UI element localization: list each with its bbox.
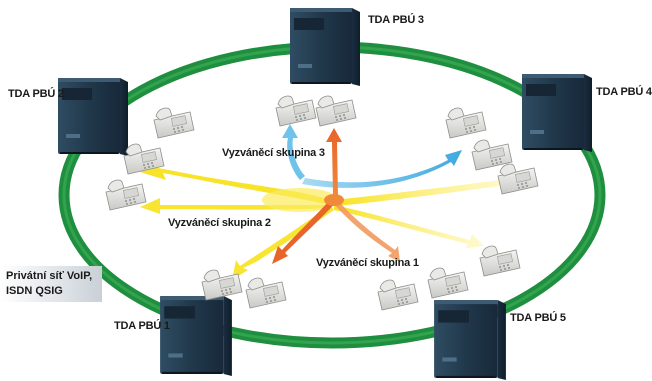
group3-label: Vyzváněcí skupina 3 — [222, 147, 325, 159]
pbx-label-1: TDA PBÚ 1 — [114, 320, 170, 332]
pbx-5-icon — [434, 300, 506, 380]
group3-arrows — [282, 124, 462, 188]
pbx-2-icon — [58, 78, 128, 156]
desk-phone-icon — [315, 95, 357, 127]
pbx-label-4: TDA PBÚ 4 — [596, 86, 652, 98]
desk-phone-icon — [275, 95, 317, 127]
network-label-line1: Privátní síť VoIP, — [6, 270, 93, 282]
desk-phone-icon — [427, 267, 469, 299]
desk-phone-icon — [445, 107, 487, 139]
desk-phone-icon — [479, 245, 521, 277]
network-label-band — [0, 266, 102, 302]
desk-phone-icon — [377, 279, 419, 311]
desk-phone-icon — [497, 163, 539, 195]
pbx-3-icon — [290, 8, 360, 86]
pbx-1-icon — [160, 296, 232, 376]
group2-label: Vyzváněcí skupina 2 — [168, 217, 271, 229]
pbx-label-2: TDA PBÚ 2 — [8, 88, 64, 100]
group1-label: Vyzváněcí skupina 1 — [316, 257, 419, 269]
network-label-line2: ISDN QSIG — [6, 285, 63, 297]
group1-arrows — [272, 128, 400, 264]
desk-phone-icon — [153, 107, 195, 139]
desk-phone-icon — [201, 269, 243, 301]
desk-phone-icon — [105, 179, 147, 211]
pbx-4-icon — [522, 74, 592, 152]
pbx-label-3: TDA PBÚ 3 — [368, 14, 424, 26]
pbx-label-5: TDA PBÚ 5 — [510, 312, 566, 324]
desk-phone-icon — [245, 277, 287, 309]
